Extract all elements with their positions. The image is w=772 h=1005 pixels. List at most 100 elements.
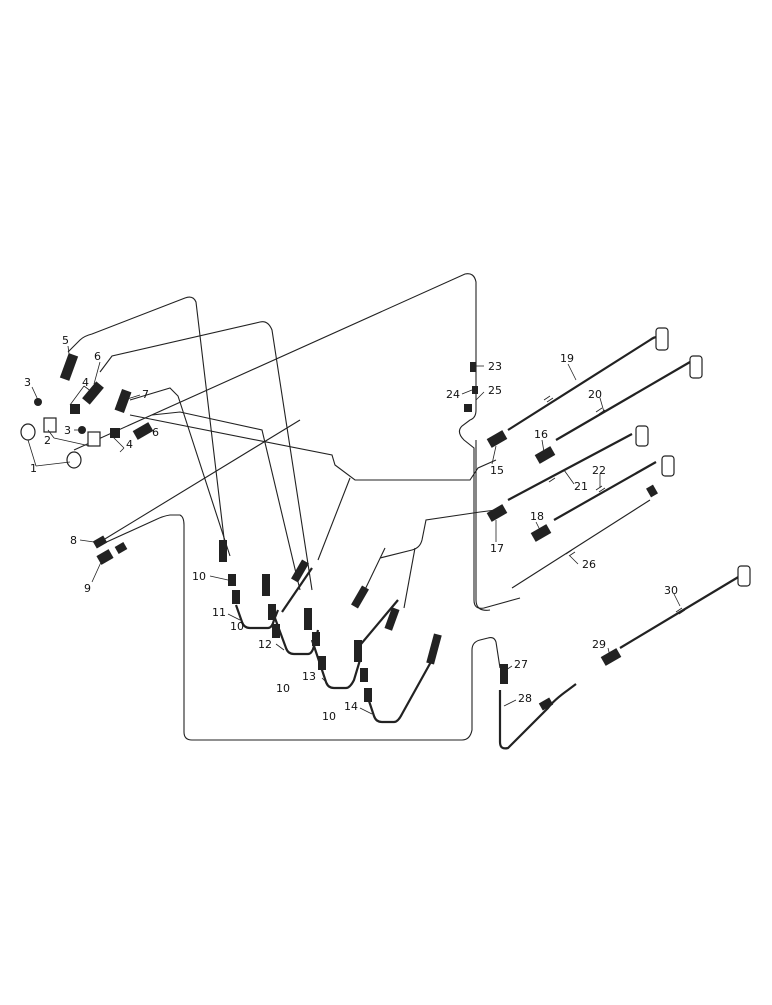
leader-2 xyxy=(47,429,91,447)
fitting-4b xyxy=(110,428,120,438)
fitting-9 xyxy=(96,549,114,565)
leader-4b xyxy=(111,435,125,453)
callout-6a: 6 xyxy=(94,350,101,363)
fitting-10j xyxy=(318,656,326,670)
fittings xyxy=(20,327,751,711)
leader-26 xyxy=(569,555,579,565)
fitting-10a xyxy=(219,540,227,562)
pipe-run-2 xyxy=(99,321,313,591)
valve-1a xyxy=(20,423,36,441)
leader-7 xyxy=(123,394,141,401)
callout-14: 14 xyxy=(344,700,358,713)
tube-11 xyxy=(234,604,280,630)
hose-20 xyxy=(555,361,691,441)
callout-6b: 6 xyxy=(152,426,159,439)
callout-4a: 4 xyxy=(82,376,89,389)
fitting-6a xyxy=(82,381,104,405)
tube-12 xyxy=(270,609,320,656)
hose-30 xyxy=(619,575,741,649)
leader-18 xyxy=(535,521,541,531)
callout-7: 7 xyxy=(142,388,149,401)
fitting-27 xyxy=(500,664,508,684)
leader-21 xyxy=(563,469,575,485)
callout-25: 25 xyxy=(488,384,502,397)
callout-21: 21 xyxy=(574,480,588,493)
hose-26 xyxy=(511,499,651,589)
callout-9: 9 xyxy=(84,582,91,595)
fitting-7 xyxy=(114,388,132,414)
leader-8 xyxy=(79,539,95,543)
callout-labels: 1 2 3 3 4 4 5 6 6 7 8 9 10 10 10 10 11 1… xyxy=(24,334,678,723)
pipe-run-11 xyxy=(475,440,491,611)
fitting-17 xyxy=(486,504,508,522)
hose-19 xyxy=(507,335,663,431)
callout-22: 22 xyxy=(592,464,606,477)
elbow-19 xyxy=(655,327,669,351)
callout-23: 23 xyxy=(488,360,502,373)
callout-17: 17 xyxy=(490,542,504,555)
break-19 xyxy=(543,395,554,403)
leader-13 xyxy=(321,677,329,685)
fitting-10h xyxy=(304,608,312,630)
fitting-10e xyxy=(268,604,276,620)
fitting-10i xyxy=(312,632,320,646)
pipe-run-6 xyxy=(317,477,351,561)
block-2a xyxy=(43,417,57,433)
callout-13: 13 xyxy=(302,670,316,683)
leader-30 xyxy=(673,593,681,607)
hose-22 xyxy=(553,461,657,521)
callout-10a: 10 xyxy=(192,570,206,583)
elbow-20 xyxy=(689,355,703,379)
leader-14 xyxy=(359,707,373,715)
leader-4a xyxy=(69,385,93,406)
callout-4b: 4 xyxy=(126,438,133,451)
leader-6b xyxy=(137,429,151,433)
callout-3a: 3 xyxy=(24,376,31,389)
fitting-10b xyxy=(228,574,236,586)
callout-10b: 10 xyxy=(230,620,244,633)
leader-27 xyxy=(505,665,513,671)
pipe-run-1 xyxy=(67,296,227,556)
callout-8: 8 xyxy=(70,534,77,547)
callout-27: 27 xyxy=(514,658,528,671)
pipe-run-7 xyxy=(379,509,497,559)
leader-16 xyxy=(541,439,545,453)
leader-12 xyxy=(275,643,285,651)
break-30 xyxy=(675,607,686,615)
callout-11: 11 xyxy=(212,606,226,619)
elbow-30 xyxy=(737,565,751,587)
callout-12: 12 xyxy=(258,638,272,651)
leader-25 xyxy=(475,391,485,401)
callout-3b: 3 xyxy=(64,424,71,437)
fitting-26 xyxy=(646,484,658,498)
break-21 xyxy=(545,475,556,483)
block-2b xyxy=(87,431,101,447)
fitting-10m xyxy=(364,688,372,702)
leader-28 xyxy=(503,699,517,707)
leader-6a xyxy=(93,361,101,385)
callout-2: 2 xyxy=(44,434,51,447)
fitting-29 xyxy=(600,648,622,666)
fitting-28 xyxy=(538,697,554,711)
elbow-22 xyxy=(661,455,675,477)
fitting-18 xyxy=(530,524,552,542)
leader-24 xyxy=(461,389,473,395)
plug-3a xyxy=(34,398,42,406)
fitting-10g xyxy=(291,559,309,583)
fitting-10n xyxy=(351,585,369,609)
callout-24: 24 xyxy=(446,388,460,401)
adapter-5 xyxy=(59,353,79,381)
callout-16: 16 xyxy=(534,428,548,441)
callout-18: 18 xyxy=(530,510,544,523)
hose-21 xyxy=(507,433,633,501)
pipe-run-5 xyxy=(129,414,497,481)
pipe-run-frame-bottom xyxy=(99,514,501,741)
pipe-run-3 xyxy=(129,387,231,557)
leader-lines xyxy=(27,345,681,715)
leader-20 xyxy=(599,397,605,413)
callout-5: 5 xyxy=(62,334,69,347)
pipe-run-frame-top xyxy=(73,273,521,609)
callout-10d: 10 xyxy=(322,710,336,723)
fitting-10p xyxy=(426,633,442,665)
